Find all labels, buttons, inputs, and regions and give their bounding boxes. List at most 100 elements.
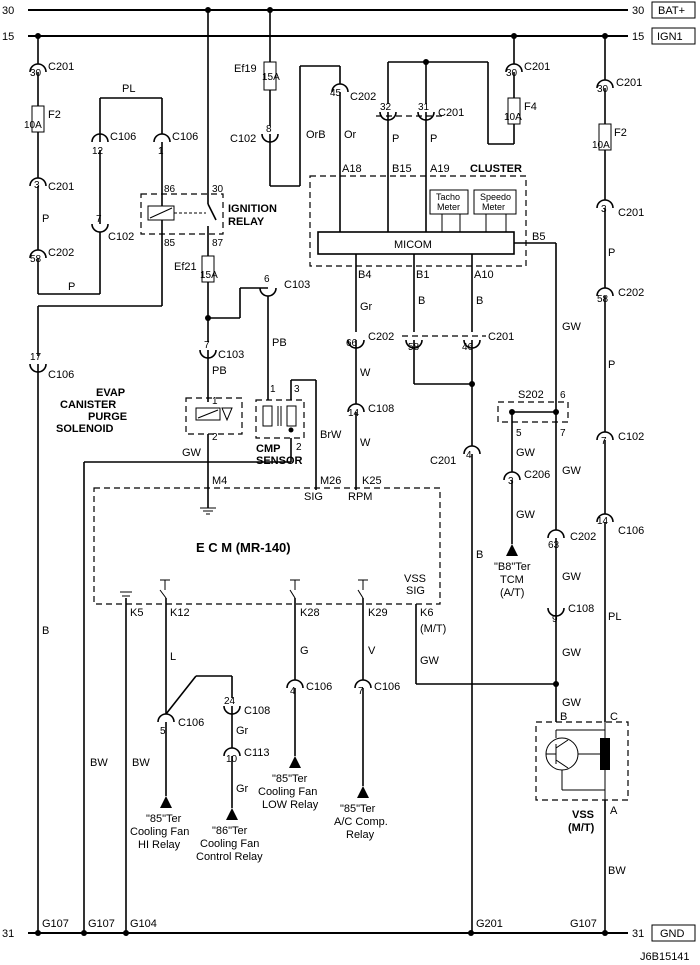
g201-label: G201 (476, 918, 503, 930)
c113-label: C113 (244, 747, 269, 759)
n5-label: 5 (516, 428, 522, 439)
c108-label: C108 (244, 705, 270, 717)
c202-label: C202 (368, 331, 394, 343)
c102-label: C102 (108, 231, 134, 243)
c201-label: C201 (48, 61, 74, 73)
gr-label: Gr (236, 725, 249, 737)
vss-coil (600, 738, 610, 770)
n12-label: 12 (92, 146, 104, 157)
n7-label: 7 (601, 436, 607, 447)
f4-branch: 30 C201 F4 10A (504, 36, 550, 144)
evap-label: EVAP CANISTER PURGE SOLENOID (56, 387, 130, 435)
sig-label: SIG (304, 491, 323, 503)
m26-label: M26 (320, 475, 341, 487)
n58-label: 58 (30, 254, 42, 265)
n32-label: 32 (380, 102, 392, 113)
gw-label: GW (516, 509, 536, 521)
cluster-ground: B B 58 46 C201 4 C201 B G201 (402, 254, 514, 933)
vss-signal-chain: GW 63 C202 GW 9 C108 GW GW (547, 465, 596, 722)
c106-label: C106 (172, 131, 198, 143)
vss-label: VSS(M/T) (568, 809, 595, 834)
n30-label: 30 (597, 84, 609, 95)
gw-label: GW (562, 697, 582, 709)
c201-label: C201 (488, 331, 514, 343)
c202-label: C202 (570, 531, 596, 543)
ign-rail-num-right: 15 (632, 31, 644, 43)
n6-label: 6 (264, 274, 270, 285)
g107b-label: G107 (88, 918, 115, 930)
gw-label: GW (562, 465, 582, 477)
bat-rail-num-left: 30 (2, 5, 14, 17)
p-label: P (42, 213, 49, 225)
tacho-meter (429, 189, 469, 215)
c201-label: C201 (616, 77, 642, 89)
n31-label: 31 (418, 102, 430, 113)
v-label: V (368, 645, 376, 657)
ef19-label: Ef19 (234, 63, 257, 75)
c106-label: C106 (618, 525, 644, 537)
speedo-meter (473, 189, 517, 215)
w-label: W (360, 437, 371, 449)
b-label: B (476, 549, 483, 561)
p-label: P (608, 359, 615, 371)
c202-label: C202 (48, 247, 74, 259)
micom-label: MICOM (394, 239, 432, 251)
ef19-amp-label: 15A (262, 72, 280, 83)
gnd-rail-label: GND (660, 928, 685, 940)
bat-rail-label: BAT+ (658, 5, 685, 17)
n1-label: 1 (158, 146, 164, 157)
evap-canister-purge-solenoid: 1 2 GW EVAP CANISTER PURGE SOLENOID M4 (56, 387, 243, 515)
a19-label: A19 (430, 163, 450, 175)
rpm-signal-line: Gr 66 C202 W 14 C108 W K25 RPM (346, 254, 394, 503)
k6-mt-label: (M/T) (420, 623, 446, 635)
c202-label: C202 (350, 91, 376, 103)
f4-amp-label: 10A (504, 112, 522, 123)
n66-label: 66 (346, 338, 358, 349)
bat-rail: 30 30 BAT+ (2, 1, 696, 19)
k25-label: K25 (362, 475, 382, 487)
f2-left-label: F2 (48, 109, 61, 121)
n30-label: 30 (506, 68, 518, 79)
k6-label: K6 (420, 607, 433, 619)
s202-label: S202 (518, 389, 544, 401)
n7-label: 7 (96, 214, 102, 225)
c206-label: C206 (524, 469, 550, 481)
c106-label: C106 (110, 131, 136, 143)
ef21-label: Ef21 (174, 261, 197, 273)
diagram-id: J6B15141 (640, 951, 690, 963)
b-label: B (418, 295, 425, 307)
n17-label: 17 (30, 352, 42, 363)
ign-rail-label: IGN1 (657, 31, 683, 43)
c202-label: C202 (618, 287, 644, 299)
c106-label: C106 (306, 681, 332, 693)
n2-label: 2 (296, 442, 302, 453)
n14-label: 14 (348, 408, 360, 419)
gw-label: GW (182, 447, 202, 459)
c108-label: C108 (568, 603, 594, 615)
or-label: Or (344, 129, 357, 141)
gnd-rail-num-left: 31 (2, 928, 14, 940)
b-label: B (476, 295, 483, 307)
c201-label: C201 (48, 181, 74, 193)
c106-label: C106 (178, 717, 204, 729)
l-label: L (170, 651, 176, 663)
n3-label: 3 (601, 204, 607, 215)
n86-label: 86 (164, 184, 176, 195)
p-label: P (392, 133, 399, 145)
n4-label: 4 (466, 450, 472, 461)
k29-label: K29 (368, 607, 388, 619)
n3-label: 3 (34, 180, 40, 191)
n30-label: 30 (212, 184, 224, 195)
g104-label: G104 (130, 918, 157, 930)
relay-feed-loop: 7 C102 12 C106 PL 1 C106 (91, 83, 198, 294)
